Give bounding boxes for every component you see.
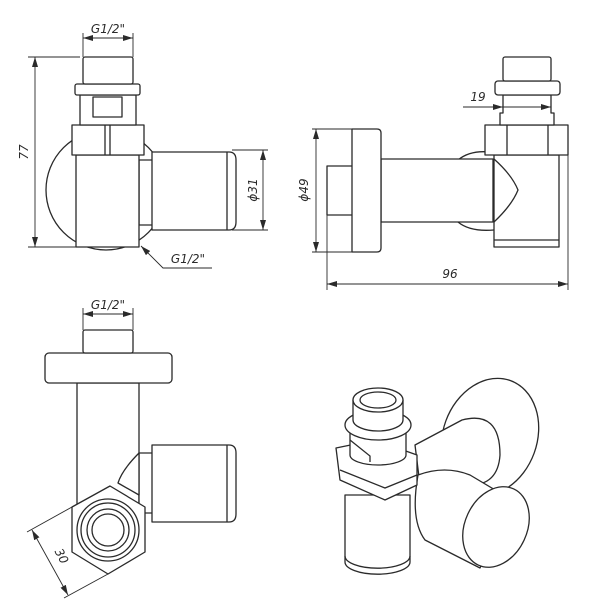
wall-flange xyxy=(44,352,173,384)
pipe xyxy=(380,158,494,223)
neck-window xyxy=(92,96,123,118)
hex-nut xyxy=(484,124,569,156)
collar xyxy=(494,80,561,96)
dim-bottom-thread: G1/2" xyxy=(171,252,205,266)
y-junction xyxy=(117,452,140,496)
stub xyxy=(326,165,354,216)
top-nipple xyxy=(502,56,552,82)
wall-flange xyxy=(351,128,382,253)
dim-neck-width: 19 xyxy=(470,90,485,104)
hex-nut xyxy=(71,124,145,156)
dim-top-thread: G1/2" xyxy=(91,22,125,36)
dim-pipe-diameter: ϕ31 xyxy=(246,178,260,201)
dim-height: 77 xyxy=(17,144,31,160)
isometric-view xyxy=(335,377,540,575)
side-view: 19 ϕ49 96 xyxy=(297,56,569,290)
front-view: G1/2" 77 ϕ31 G1/2" xyxy=(17,22,268,269)
top-view: G1/2" 30 xyxy=(26,298,237,599)
dim-top-thread: G1/2" xyxy=(91,298,125,312)
neck xyxy=(499,94,555,126)
dim-overall-length: 96 xyxy=(442,267,458,281)
iso-pipe-end xyxy=(462,486,530,568)
top-nipple xyxy=(82,56,134,85)
top-nipple xyxy=(82,329,134,354)
step xyxy=(138,159,154,226)
dim-hex-size: 30 xyxy=(52,546,72,566)
collar xyxy=(74,83,141,96)
outlet-pipe xyxy=(151,151,237,231)
iso-body xyxy=(344,494,411,575)
dim-flange-diameter: ϕ49 xyxy=(297,178,311,201)
body xyxy=(75,154,140,248)
outlet-pipe xyxy=(151,444,237,523)
